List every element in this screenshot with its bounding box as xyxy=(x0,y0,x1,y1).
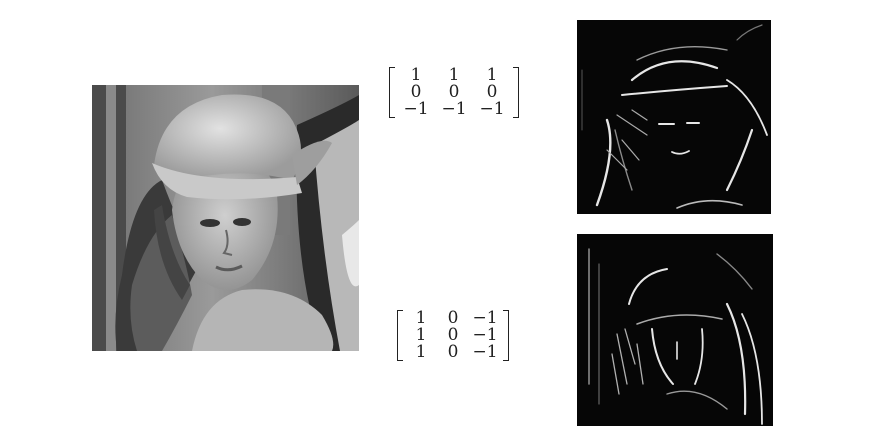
kernel-cell: 0 xyxy=(447,308,459,328)
horizontal-edge-output xyxy=(577,20,771,214)
kernel-cell: −1 xyxy=(472,308,498,328)
vertical-edge-kernel: 1 0 −1 1 0 −1 1 0 −1 xyxy=(397,310,509,361)
kernel-cell: 1 xyxy=(410,65,422,85)
kernel-cell: −1 xyxy=(403,99,429,119)
edge-map-image xyxy=(577,234,773,426)
kernel-cell: 0 xyxy=(447,325,459,345)
kernel-cell: −1 xyxy=(472,325,498,345)
kernel-cell: 1 xyxy=(415,325,427,345)
vertical-edge-output xyxy=(577,234,773,426)
kernel-cell: 0 xyxy=(410,82,422,102)
portrait-photo xyxy=(92,85,359,351)
kernel-row: 0 0 0 xyxy=(397,84,511,101)
kernel-cell: −1 xyxy=(441,99,467,119)
kernel-cell: 1 xyxy=(415,308,427,328)
kernel-row: 1 0 −1 xyxy=(405,327,501,344)
kernel-cell: 0 xyxy=(448,82,460,102)
kernel-cell: 0 xyxy=(486,82,498,102)
source-image xyxy=(92,85,359,351)
kernel-cell: 0 xyxy=(447,342,459,362)
horizontal-edge-kernel: 1 1 1 0 0 0 −1 −1 −1 xyxy=(389,67,519,118)
edge-map-image xyxy=(577,20,771,214)
kernel-row: 1 0 −1 xyxy=(405,344,501,361)
kernel-cell: −1 xyxy=(472,342,498,362)
kernel-cell: −1 xyxy=(479,99,505,119)
kernel-cell: 1 xyxy=(415,342,427,362)
kernel-row: 1 0 −1 xyxy=(405,310,501,327)
kernel-cell: 1 xyxy=(486,65,498,85)
kernel-row: −1 −1 −1 xyxy=(397,101,511,118)
kernel-row: 1 1 1 xyxy=(397,67,511,84)
kernel-cell: 1 xyxy=(448,65,460,85)
